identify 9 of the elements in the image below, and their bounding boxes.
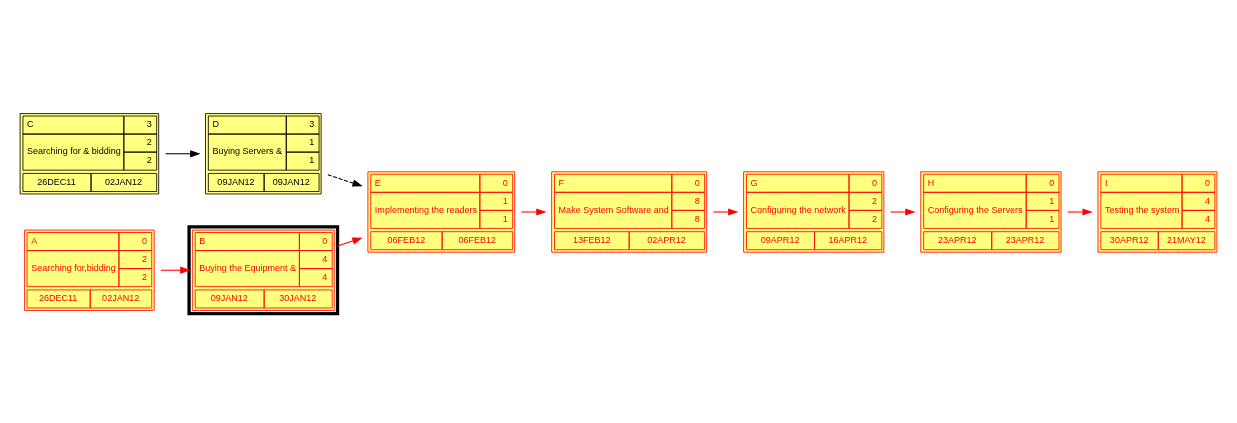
arrow [890,207,916,216]
arrow [160,266,191,274]
arrow [520,207,547,216]
arrow [1067,207,1093,216]
arrow [337,237,363,246]
arrow [327,173,363,187]
node-box: B 0 Buying the Equipment & 4 4 09JAN12 30JAN12 [187,224,340,315]
arrow [712,207,739,216]
arrow [165,149,201,157]
